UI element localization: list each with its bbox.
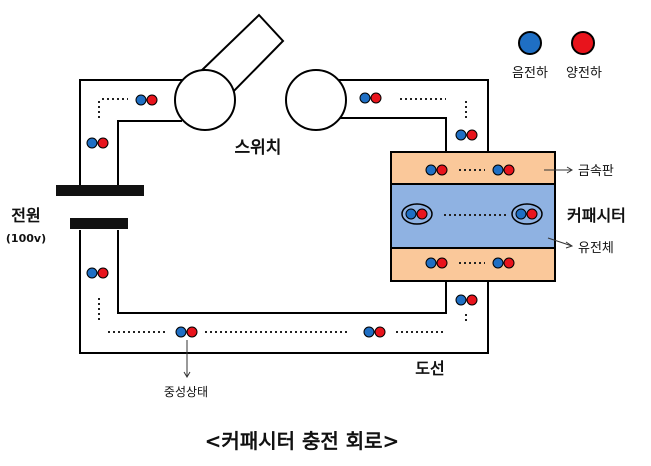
metal-plate-label: 금속판	[578, 164, 614, 179]
charge-pair	[492, 257, 515, 269]
switch-contact-right	[285, 69, 347, 131]
annotation-arrows	[183, 166, 574, 378]
switch	[174, 13, 347, 131]
switch-label: 스위치	[235, 138, 282, 158]
charge-pair	[455, 129, 478, 141]
charge-pair	[425, 257, 448, 269]
charge-pair	[492, 164, 515, 176]
wire-outer-right	[320, 79, 489, 152]
legend-positive-label: 양전하	[566, 66, 602, 81]
power-source-long-plate	[56, 185, 144, 196]
wire-outer-left	[79, 79, 185, 185]
switch-contact-left	[174, 69, 236, 131]
dielectric-arrow	[547, 237, 573, 247]
wire-inner-right	[320, 117, 447, 152]
charge-pair	[86, 267, 109, 279]
wire-inner	[117, 117, 447, 314]
legend-positive-swatch	[571, 31, 595, 55]
charge-pair	[363, 326, 386, 338]
legend: 음전하 양전하	[512, 31, 602, 81]
charge-pair	[86, 137, 109, 149]
charge-pair	[175, 326, 198, 338]
wire-outer	[79, 79, 489, 354]
legend-negative-label: 음전하	[512, 66, 548, 81]
capacitor-label: 커패시터	[567, 206, 626, 225]
wire-inner-left-lower	[117, 230, 447, 314]
wire-outer-left-lower	[79, 230, 489, 354]
power-source-short-plate	[70, 218, 128, 229]
capacitor-top-plate	[390, 151, 556, 185]
charge-pairs	[86, 92, 543, 338]
legend-negative-swatch	[518, 31, 542, 55]
power-voltage-label: (100v)	[6, 232, 46, 245]
charge-pair	[359, 92, 382, 104]
charge-pair	[135, 94, 158, 106]
charge-flow-dots	[98, 98, 507, 333]
charge-pair	[425, 164, 448, 176]
diagram-title: <커패시터 충전 회로>	[205, 429, 400, 453]
wire-label: 도선	[415, 359, 444, 378]
wire-inner-left	[117, 120, 182, 185]
neutral-state-arrowhead	[183, 371, 191, 378]
dielectric-arrowhead	[565, 241, 574, 249]
capacitor-bottom-plate	[390, 247, 556, 282]
metal-plate-arrowhead	[566, 166, 573, 174]
neutral-state-label: 중성상태	[164, 385, 208, 399]
dipole	[511, 203, 543, 225]
charge-pair	[455, 294, 478, 306]
dielectric-label: 유전체	[578, 241, 614, 256]
power-label: 전원	[11, 206, 40, 225]
dipole	[401, 203, 433, 225]
